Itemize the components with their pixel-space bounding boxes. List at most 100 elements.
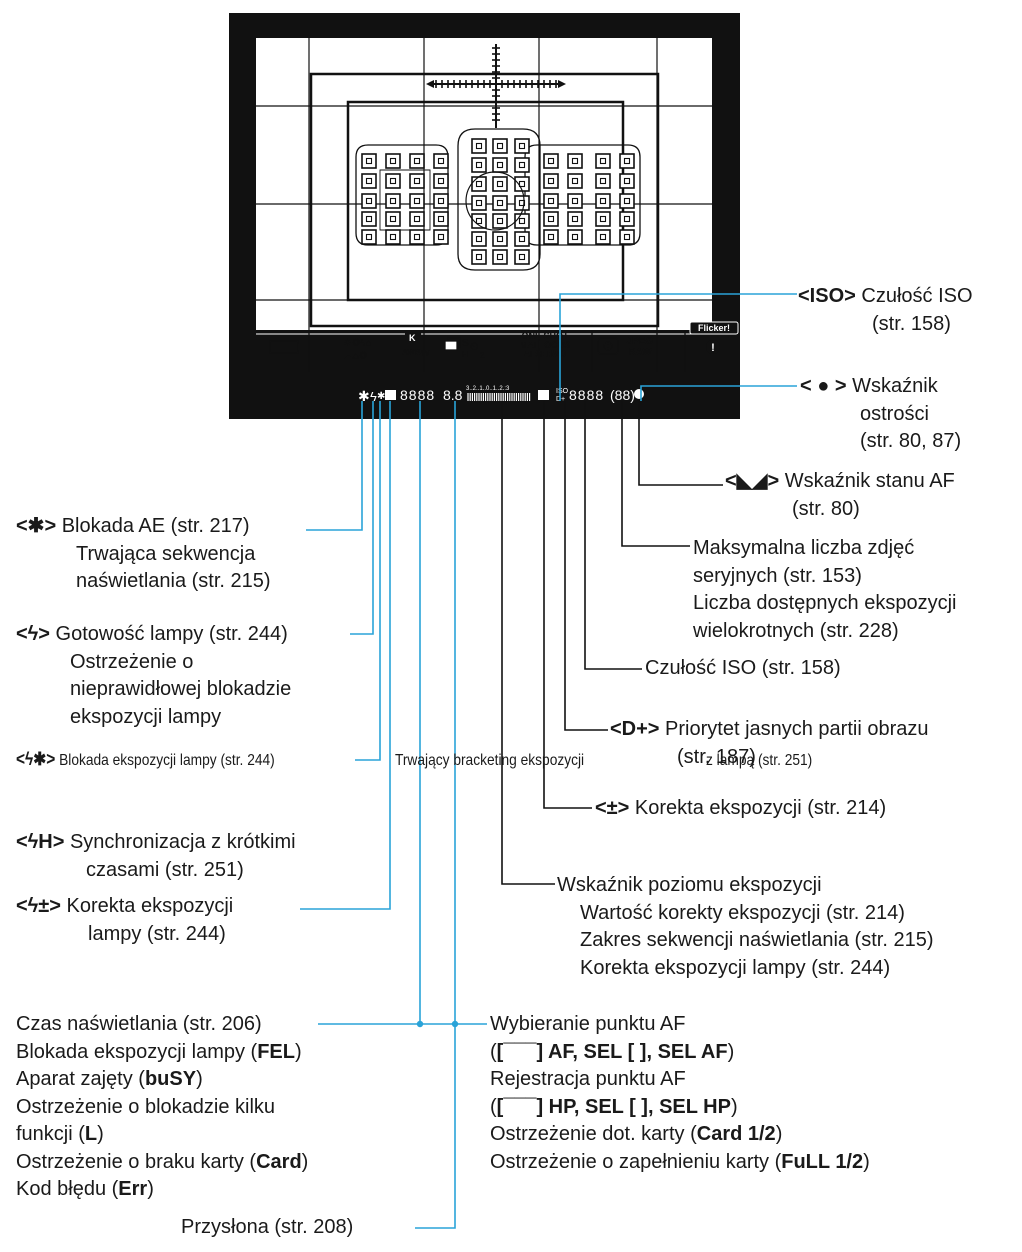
af-point-line: Wybieranie punktu AF (490, 1013, 686, 1035)
af-point-line: Rejestracja punktu AF (490, 1068, 686, 1090)
af-point (385, 193, 401, 209)
aperture-leader (415, 1024, 456, 1229)
af-point (492, 176, 508, 192)
svg-text:RAW: RAW (628, 347, 652, 358)
af-status-leader (638, 401, 723, 486)
ae-lock-icon: ✱ (358, 388, 370, 404)
svg-text:S: S (462, 338, 469, 349)
af-point (492, 231, 508, 247)
af-point (433, 229, 449, 245)
af-point (361, 211, 377, 227)
focus-leader (640, 385, 797, 401)
af-point (385, 211, 401, 227)
af-point (433, 173, 449, 189)
af-point (492, 195, 508, 211)
svg-text:Flicker!: Flicker! (698, 323, 730, 333)
drive-mode-icons: S H ⏲ 2 (444, 337, 485, 360)
af-point (409, 211, 425, 227)
af-point (409, 229, 425, 245)
af-point (543, 211, 559, 227)
metering-icon (597, 337, 619, 355)
burst-leader (621, 401, 690, 547)
af-point (514, 138, 530, 154)
shutter-line: Ostrzeżenie o braku karty (Card) (16, 1150, 309, 1173)
image-quality-list: JPEG RAW (627, 336, 654, 358)
af-point (567, 229, 583, 245)
af-point (471, 213, 487, 229)
exp-level-leader (501, 401, 555, 885)
label-iso: <ISO> Czułość ISO (str. 158) (798, 285, 973, 335)
af-point-line: Ostrzeżenie o zapełnieniu karty (FuLL 1/… (490, 1150, 870, 1173)
shutter-readout: 8888 (400, 387, 435, 403)
af-point (385, 229, 401, 245)
exp-comp-icon (538, 390, 549, 400)
label-iso-value: Czułość ISO (str. 158) (645, 657, 841, 679)
af-point (409, 173, 425, 189)
label-ae-lock: <✱> Blokada AE (str. 217) Trwająca sekwe… (16, 515, 271, 592)
af-point (619, 211, 635, 227)
iso-value-leader (584, 401, 642, 670)
af-operation-list: ONE SHOT MAI FOCUS AI SERVO (520, 331, 571, 359)
af-points (361, 138, 635, 265)
af-point (409, 193, 425, 209)
label-af-status: <◣◢> Wskaźnik stanu AF (str. 80) (725, 470, 955, 520)
af-point (471, 195, 487, 211)
iso-readout: 8888 (569, 387, 604, 403)
af-point (361, 193, 377, 209)
af-point (567, 153, 583, 169)
label-focus-indicator: < ● > Wskaźnik ostrości (str. 80, 87) (800, 375, 962, 452)
af-point (619, 173, 635, 189)
svg-text:ONE SHOT: ONE SHOT (521, 331, 569, 341)
white-balance-icons: ☀✺ϟ⌂ ☁⌂✺ K AWB W (343, 332, 430, 362)
ae-lock-leader (306, 401, 363, 531)
leader-junction-dot (416, 1020, 424, 1028)
svg-text:☁⌂✺: ☁⌂✺ (343, 351, 367, 362)
af-point (543, 193, 559, 209)
exposure-scale-numbers: 3..2..1..0..1..2.:3 (466, 386, 510, 392)
af-point (492, 138, 508, 154)
af-point (595, 173, 611, 189)
af-point (385, 153, 401, 169)
af-point (619, 193, 635, 209)
svg-text:JPEG: JPEG (627, 336, 654, 347)
af-point-line: ([¯¯¯] AF, SEL [ ], SEL AF) (490, 1040, 735, 1063)
outer-area-frame (309, 72, 660, 328)
af-point (543, 229, 559, 245)
label-shutter-speed: Czas naświetlania (str. 206) Blokada eksp… (16, 1011, 308, 1204)
af-point (433, 211, 449, 227)
fe-lock-leader (355, 401, 381, 761)
flash-comp-leader (300, 401, 391, 910)
af-point (543, 153, 559, 169)
shutter-line: Czas naświetlania (str. 206) (16, 1013, 262, 1035)
label-flash-exposure-comp: <ϟ±> Korekta ekspozycji lampy (str. 244) (16, 895, 234, 945)
leader-junction-dot (451, 1020, 459, 1028)
shutter-line: Aparat zajęty (buSY) (16, 1068, 203, 1090)
af-point (361, 173, 377, 189)
flicker-warning: Flicker! ! (689, 321, 739, 354)
iso-leader (559, 293, 797, 401)
af-point (361, 153, 377, 169)
spot-metering-circle (465, 171, 525, 231)
label-exposure-comp: <±> Korekta ekspozycji (str. 214) (595, 797, 887, 819)
af-point (567, 211, 583, 227)
svg-text:⏲: ⏲ (470, 341, 479, 353)
label-high-speed-sync: <ϟH> Synchronizacja z krótkimi czasami (… (16, 831, 296, 881)
status-bar-indicators: ✱ ϟ ✱ 8888 8.8 3..2..1..0..1..2.:3 ISO D… (358, 386, 644, 404)
af-point (471, 157, 487, 173)
shutter-line: Blokada ekspozycji lampy (FEL) (16, 1040, 302, 1063)
shutter-line: Ostrzeżenie o blokadzie kilku (16, 1095, 276, 1118)
svg-text:H: H (462, 350, 468, 359)
af-point (361, 229, 377, 245)
svg-text:K: K (409, 333, 416, 343)
svg-text:AI SERVO: AI SERVO (524, 349, 567, 359)
af-point (492, 249, 508, 265)
af-point (619, 153, 635, 169)
af-point (409, 153, 425, 169)
shutter-leader (318, 401, 421, 1025)
af-point (595, 211, 611, 227)
burst-readout: (88) (610, 387, 635, 403)
label-af-point: Wybieranie punktu AF ([¯¯¯] AF, SEL [ ], … (490, 1011, 870, 1176)
bottom-info-strip (256, 330, 712, 372)
af-point (433, 193, 449, 209)
